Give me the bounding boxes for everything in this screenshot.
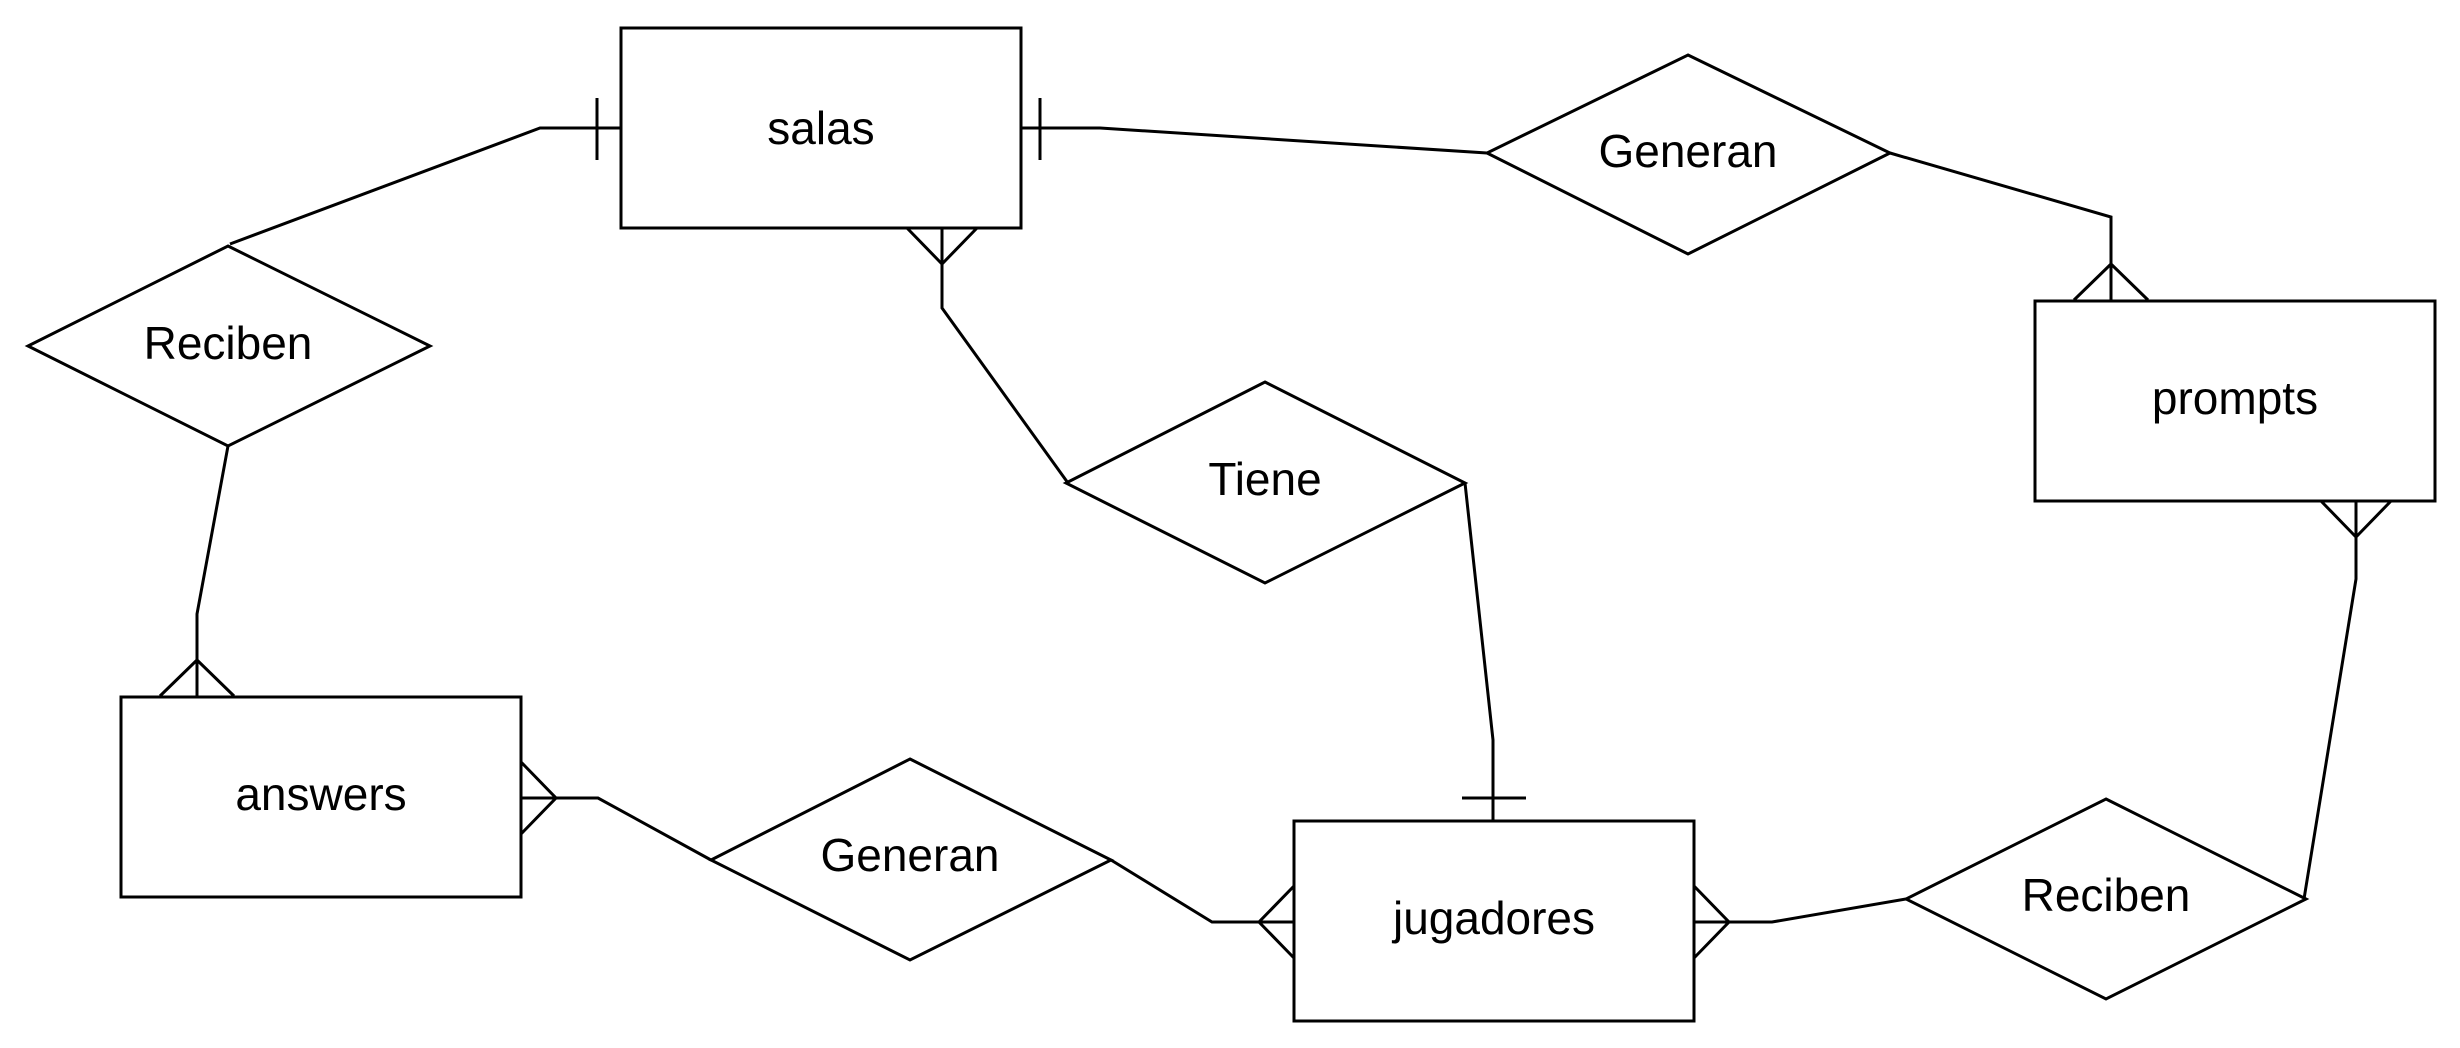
relationship-reciben-jugadores-prompts[interactable]: Reciben: [1902, 797, 2310, 1001]
entity-label-salas: salas: [767, 102, 874, 154]
entity-label-jugadores: jugadores: [1391, 892, 1595, 944]
edge-reciben-prompts: [2302, 501, 2358, 900]
edge-generan-prompts: [1889, 151, 2113, 300]
cardinality-many-salas-tiene: [905, 226, 979, 267]
edge-jugadores-reciben: [1694, 897, 1907, 924]
cardinality-many-answers-generan: [519, 760, 559, 836]
cardinality-many-answers-reciben: [158, 657, 236, 698]
cardinality-many-jugadores-reciben: [1692, 884, 1732, 960]
entity-label-answers: answers: [235, 768, 406, 820]
edge-salas-generan: [1022, 126, 1488, 155]
edge-generan-jugadores: [1110, 858, 1294, 924]
relationship-generan-salas-prompts[interactable]: Generan: [1483, 53, 1894, 256]
cardinality-many-prompts-generan: [2072, 261, 2150, 302]
relationship-generan-answers-jugadores[interactable]: Generan: [707, 757, 1115, 962]
edge-tiene-jugadores: [1463, 482, 1495, 821]
relationship-label-generan-salas-prompts: Generan: [1598, 125, 1777, 177]
relationship-reciben-salas-answers[interactable]: Reciben: [24, 244, 434, 448]
relationship-label-generan-answers-jugadores: Generan: [820, 829, 999, 881]
entity-label-prompts: prompts: [2152, 372, 2318, 424]
relationship-label-reciben-jugadores-prompts: Reciben: [2022, 869, 2191, 921]
entity-jugadores[interactable]: jugadores: [1292, 819, 1696, 1023]
cardinality-many-prompts-reciben: [2319, 499, 2393, 540]
edge-answers-generan: [521, 796, 712, 862]
relationship-label-tiene-salas-jugadores: Tiene: [1208, 453, 1321, 505]
relationship-label-reciben-salas-answers: Reciben: [144, 317, 313, 369]
entity-prompts[interactable]: prompts: [2033, 299, 2437, 503]
cardinality-many-jugadores-generan: [1256, 884, 1296, 960]
entity-answers[interactable]: answers: [119, 695, 523, 899]
edge-salas-tiene: [940, 228, 1070, 484]
relationship-tiene-salas-jugadores[interactable]: Tiene: [1062, 380, 1469, 585]
edge-salas-reciben: [229, 126, 620, 246]
entity-salas[interactable]: salas: [619, 26, 1023, 230]
edge-reciben-answers: [195, 445, 230, 696]
